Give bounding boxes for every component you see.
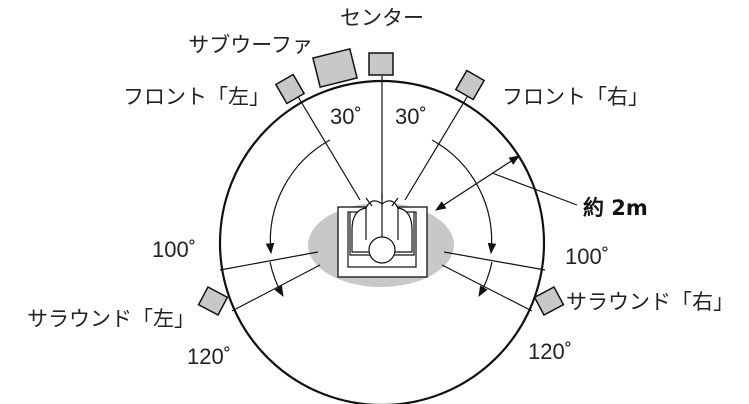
label-front-left: フロント「左」: [123, 85, 270, 109]
side-left-line: [219, 251, 319, 271]
left-angle-arc: [265, 139, 331, 255]
rear-left-line: [231, 264, 321, 312]
subwoofer-speaker: [312, 47, 358, 89]
left-rear-angle-arc: [269, 261, 284, 297]
angle-side-right: 100˚: [565, 244, 609, 269]
angle-rear-left: 120˚: [187, 344, 231, 369]
rear-right-line: [441, 264, 533, 312]
front-right-line: [404, 91, 471, 201]
angle-front-right: 30˚: [395, 104, 427, 129]
angle-side-left: 100˚: [152, 237, 196, 262]
front-right-speaker: [454, 69, 486, 101]
front-left-speaker: [274, 73, 306, 105]
surround-left-speaker: [197, 285, 229, 317]
label-surround-right: サラウンド「右」: [566, 290, 734, 314]
side-right-line: [443, 251, 546, 271]
center-speaker: [368, 52, 394, 76]
right-rear-angle-arc: [478, 261, 493, 297]
listener-head-icon: [368, 236, 396, 264]
front-left-line: [296, 94, 361, 201]
angle-rear-right: 120˚: [528, 339, 572, 364]
label-center: センター: [340, 6, 424, 30]
distance-label: 約 2m: [583, 196, 648, 220]
label-subwoofer: サブウーファ: [188, 33, 313, 57]
label-front-right: フロント「右」: [502, 85, 649, 109]
label-surround-left: サラウンド「左」: [27, 307, 195, 331]
surround-right-speaker: [533, 285, 565, 317]
listener-chair-icon: [337, 194, 428, 278]
distance-arrow: [435, 155, 520, 211]
distance-leader: [491, 172, 578, 206]
angle-front-left: 30˚: [330, 104, 362, 129]
